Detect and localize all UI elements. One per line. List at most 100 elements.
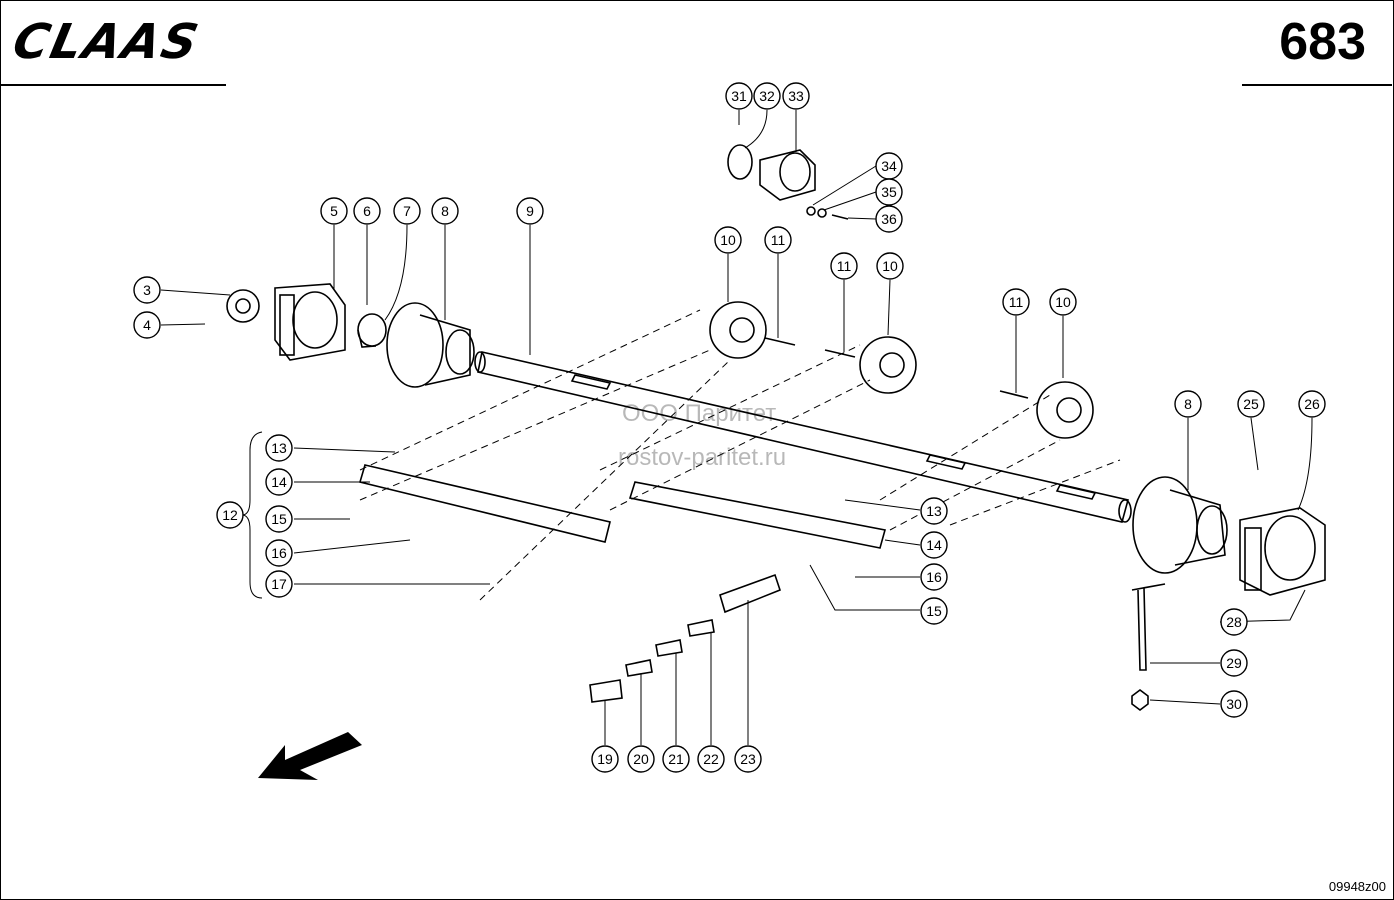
callout-20: 20 [627, 745, 655, 773]
callout-6: 6 [353, 197, 381, 225]
chain-rail-left [358, 464, 611, 543]
svg-text:12: 12 [222, 507, 238, 523]
svg-text:15: 15 [271, 511, 287, 527]
bearing-housing-right [1239, 507, 1326, 596]
callout-36: 36 [875, 205, 903, 233]
svg-text:26: 26 [1304, 396, 1320, 412]
svg-text:13: 13 [271, 440, 287, 456]
svg-text:4: 4 [143, 317, 151, 333]
key-3 [999, 390, 1029, 399]
svg-text:11: 11 [837, 258, 852, 274]
svg-text:15: 15 [926, 603, 942, 619]
callout-34: 34 [875, 152, 903, 180]
callout-10-a: 10 [714, 226, 742, 254]
svg-text:9: 9 [526, 203, 534, 219]
callout-16-left: 16 [265, 539, 293, 567]
callout-14-left: 14 [265, 468, 293, 496]
svg-text:16: 16 [926, 569, 942, 585]
drawing-code: 09948z00 [1328, 879, 1386, 894]
svg-text:8: 8 [441, 203, 449, 219]
svg-text:32: 32 [759, 88, 775, 104]
group-bracket [241, 431, 263, 599]
callout-30: 30 [1220, 690, 1248, 718]
callout-13-left: 13 [265, 434, 293, 462]
callout-10-c: 10 [1049, 288, 1077, 316]
tensioner-assembly [727, 144, 849, 220]
watermark-site: rostov-paritet.ru [618, 444, 787, 471]
direction-arrow [258, 732, 362, 780]
callout-29: 29 [1220, 649, 1248, 677]
svg-text:25: 25 [1243, 396, 1259, 412]
svg-text:20: 20 [633, 751, 649, 767]
svg-text:14: 14 [271, 474, 287, 490]
svg-text:13: 13 [926, 503, 942, 519]
svg-text:16: 16 [271, 545, 287, 561]
header-rule-left [0, 84, 226, 86]
svg-text:11: 11 [771, 232, 786, 248]
callout-15-right: 15 [920, 597, 948, 625]
svg-text:7: 7 [403, 203, 411, 219]
callout-11-b: 11 [830, 252, 858, 280]
flange-bearing-right [1132, 476, 1228, 574]
svg-text:10: 10 [882, 258, 898, 274]
callout-12: 12 [216, 501, 244, 529]
svg-text:36: 36 [881, 211, 897, 227]
sprocket-2 [859, 336, 917, 394]
callout-11-a: 11 [764, 226, 792, 254]
callout-17: 17 [265, 570, 293, 598]
callout-28: 28 [1220, 608, 1248, 636]
callout-8-left: 8 [431, 197, 459, 225]
svg-text:31: 31 [731, 88, 747, 104]
callout-33: 33 [782, 82, 810, 110]
callout-31: 31 [725, 82, 753, 110]
callout-25: 25 [1237, 390, 1265, 418]
callout-15-left: 15 [265, 505, 293, 533]
svg-text:23: 23 [740, 751, 756, 767]
svg-text:8: 8 [1184, 396, 1192, 412]
svg-text:5: 5 [330, 203, 338, 219]
page-number: 683 [1279, 13, 1366, 71]
svg-text:33: 33 [788, 88, 804, 104]
sprocket-1 [709, 301, 767, 359]
svg-text:14: 14 [926, 537, 942, 553]
callout-4: 4 [133, 311, 161, 339]
svg-text:10: 10 [720, 232, 736, 248]
callout-8-right: 8 [1174, 390, 1202, 418]
sprocket-3 [1036, 381, 1094, 439]
svg-text:3: 3 [143, 282, 151, 298]
svg-text:6: 6 [363, 203, 371, 219]
callout-9: 9 [516, 197, 544, 225]
callout-32: 32 [753, 82, 781, 110]
callout-22: 22 [697, 745, 725, 773]
bearing-housing-left [274, 283, 346, 361]
callout-14-right: 14 [920, 531, 948, 559]
callout-26: 26 [1298, 390, 1326, 418]
callout-19: 19 [591, 745, 619, 773]
svg-text:10: 10 [1055, 294, 1071, 310]
callout-3: 3 [133, 276, 161, 304]
key-1 [764, 337, 796, 346]
callout-23: 23 [734, 745, 762, 773]
svg-text:21: 21 [668, 751, 684, 767]
callout-35: 35 [875, 178, 903, 206]
key-2 [824, 349, 856, 358]
callout-5: 5 [320, 197, 348, 225]
callout-7: 7 [393, 197, 421, 225]
svg-text:22: 22 [703, 751, 719, 767]
callout-11-c: 11 [1002, 288, 1030, 316]
svg-text:17: 17 [271, 576, 287, 592]
main-shaft [474, 351, 1132, 523]
chain-rail-right [628, 481, 887, 549]
chain-links [589, 573, 781, 703]
svg-text:34: 34 [881, 158, 897, 174]
stud-bolt [1131, 583, 1166, 711]
callout-16-right: 16 [920, 563, 948, 591]
callout-13-right: 13 [920, 497, 948, 525]
flange-bearing-left [386, 302, 475, 388]
chain-paths [359, 309, 1121, 601]
svg-text:11: 11 [1009, 294, 1024, 310]
svg-text:28: 28 [1226, 614, 1242, 630]
bushing [357, 313, 387, 348]
svg-text:35: 35 [881, 184, 897, 200]
